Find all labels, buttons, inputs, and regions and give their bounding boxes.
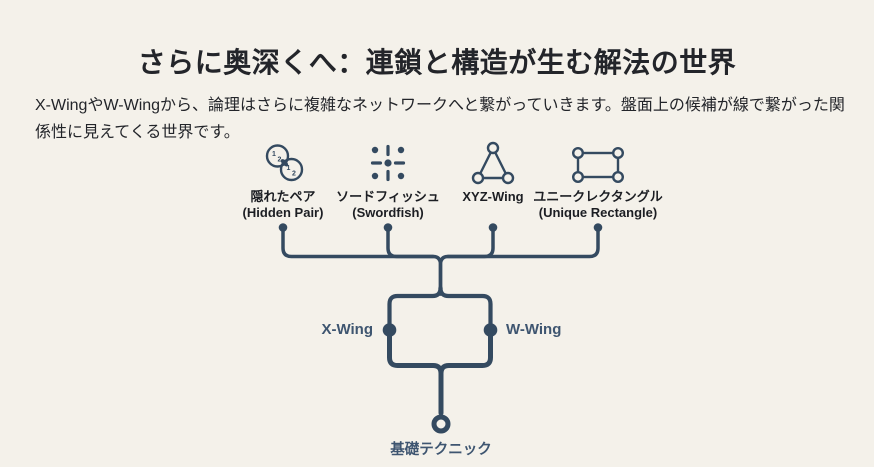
technique-name-en: (Hidden Pair) [242, 205, 324, 220]
technique-name-en: (Unique Rectangle) [538, 205, 658, 220]
xyz-wing-icon [469, 138, 517, 186]
x-wing-label: X-Wing [321, 321, 373, 338]
svg-text:2: 2 [292, 171, 296, 178]
technique-name-ja: XYZ-Wing [462, 189, 524, 204]
swordfish-icon [362, 138, 414, 186]
branch-dots [278, 223, 603, 337]
technique-unique-rectangle: ユニークレクタングル (Unique Rectangle) [513, 138, 683, 221]
technique-name-en: (Swordfish) [352, 205, 424, 220]
root-node-ring [431, 414, 451, 434]
page-title: さらに奥深くへ：連鎖と構造が生む解法の世界 [137, 46, 737, 78]
technique-name-ja: ソードフィッシュ [336, 189, 440, 204]
technique-swordfish: ソードフィッシュ (Swordfish) [303, 138, 473, 221]
svg-text:1: 1 [272, 151, 276, 158]
x-wing-node [382, 323, 397, 337]
technique-name-ja: 隠れたペア [250, 189, 316, 204]
root-node-label: 基礎テクニック [390, 442, 492, 458]
svg-text:2: 2 [278, 157, 282, 164]
unique-rectangle-icon [569, 138, 627, 186]
svg-text:1: 1 [287, 165, 291, 172]
technique-name-ja: ユニークレクタングル [533, 189, 663, 204]
w-wing-node [483, 323, 498, 337]
intro-text: X-WingやW-Wingから、論理はさらに複雑なネットワークへと繋がっていきま… [35, 97, 845, 142]
technique-xyz-wing: XYZ-Wing [408, 138, 578, 205]
w-wing-label: W-Wing [506, 321, 562, 338]
